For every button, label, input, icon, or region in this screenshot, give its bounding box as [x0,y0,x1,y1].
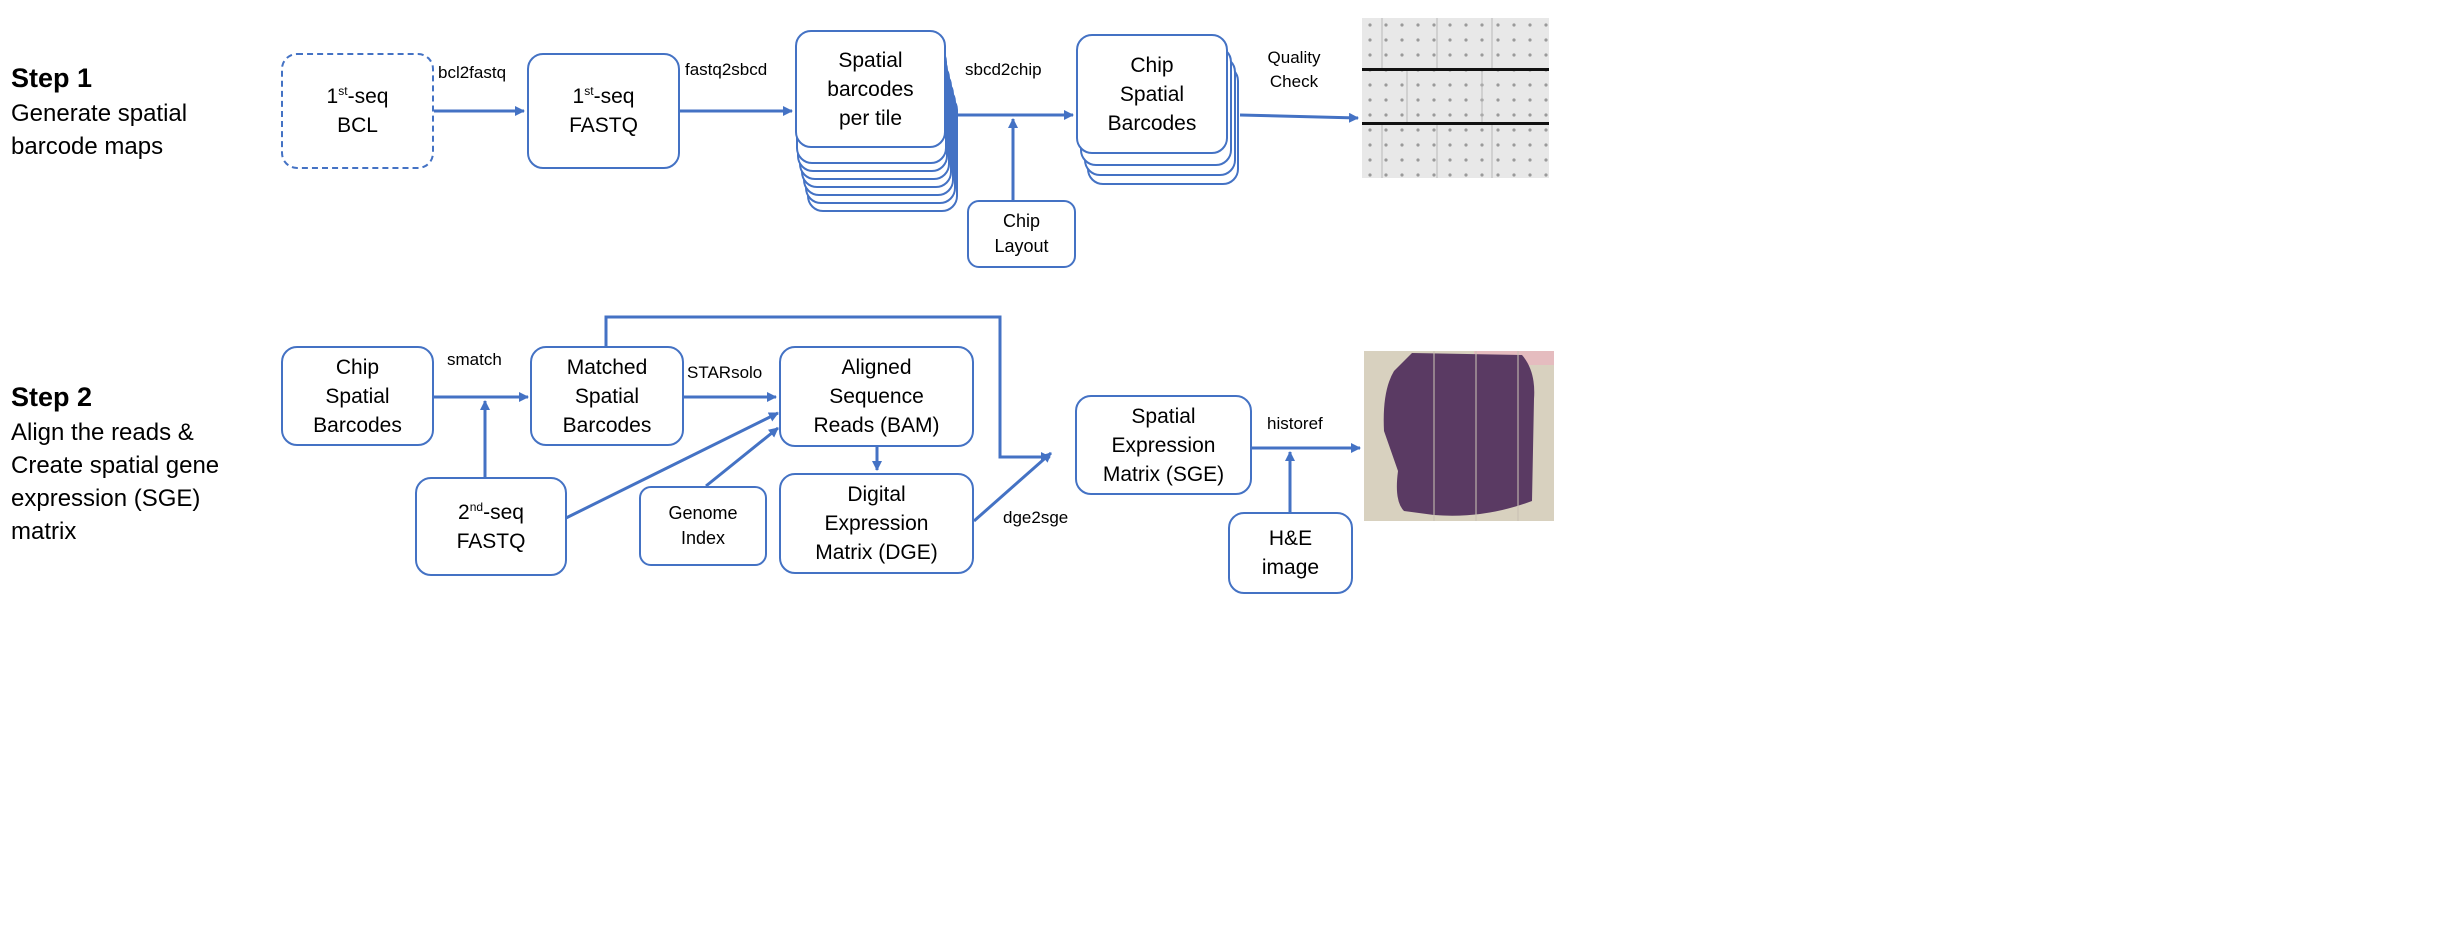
spatial-expression-matrix-box: Spatial Expression Matrix (SGE) [1075,395,1252,495]
spatial-barcodes-per-tile-box: Spatial barcodes per tile [795,30,946,148]
step2-title: Step 2 [11,382,93,412]
chip-qc-image [1362,18,1549,178]
arrow-genome-to-bam [705,426,779,488]
edge-label-smatch: smatch [447,350,502,369]
chip-spatial-barcodes-input-box: Chip Spatial Barcodes [281,346,434,446]
edge-label-quality-check: Quality Check [1267,48,1321,91]
arrow-dge-to-sge [973,451,1052,523]
digital-expression-matrix-box: Digital Expression Matrix (DGE) [779,473,974,574]
arrow-chip-to-qc [1239,112,1359,123]
edge-label-sbcd2chip: sbcd2chip [965,60,1042,79]
edge-label-fastq2sbcd: fastq2sbcd [685,60,768,79]
chip-spatial-barcodes-box: Chip Spatial Barcodes [1076,34,1228,154]
aligned-reads-bam-box: Aligned Sequence Reads (BAM) [779,346,974,447]
genome-index-box: Genome Index [639,486,767,566]
he-tissue-image [1364,351,1554,521]
edge-label-starsolo: STARsolo [687,363,763,382]
he-image-box: H&E image [1228,512,1353,594]
edge-label-historef: historef [1267,414,1323,433]
arrow-fastq2-to-bam [565,411,779,520]
edge-label-bcl2fastq: bcl2fastq [438,63,507,82]
step2-description: Align the reads & Create spatial gene ex… [11,419,220,545]
step1-description: Generate spatial barcode maps [11,100,188,160]
chip-layout-box: Chip Layout [967,200,1076,268]
arrow-matched-to-sge [604,315,1051,462]
connector-arrows [434,106,1361,523]
matched-spatial-barcodes-box: Matched Spatial Barcodes [530,346,684,446]
edge-label-dge2sge: dge2sge [1003,508,1069,527]
step1-title: Step 1 [11,63,93,93]
